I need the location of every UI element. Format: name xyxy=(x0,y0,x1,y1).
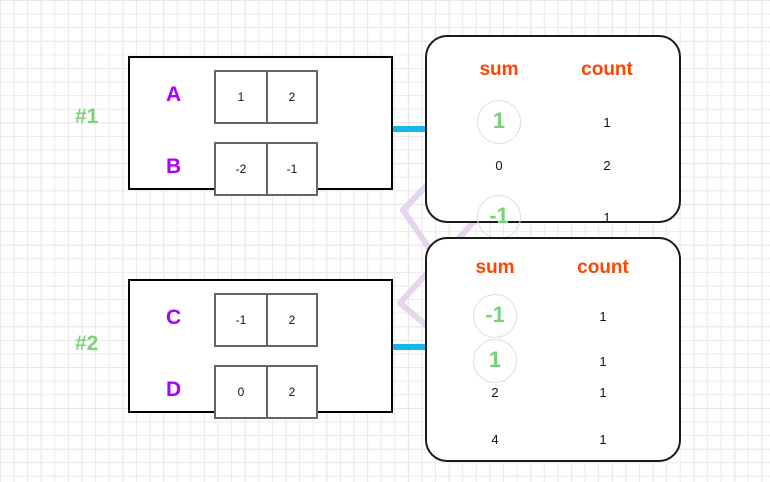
row-b-cells: -2 -1 xyxy=(214,142,318,196)
cell-a-1: 2 xyxy=(266,72,316,122)
cell-d-0: 0 xyxy=(237,385,245,399)
panel-2-row-0-circle xyxy=(473,294,517,338)
panel-2-header-count: count xyxy=(577,257,629,278)
panel-1-row-1-count: 2 xyxy=(603,158,611,173)
panel-2-header-sum: sum xyxy=(475,257,515,278)
panel-1-header-count: count xyxy=(581,59,633,80)
panel-1: sum count 1 1 0 2 -1 1 xyxy=(425,35,681,239)
row-letter-b: B xyxy=(166,155,182,178)
panel-1-row-2-count: 1 xyxy=(603,210,611,225)
panel-2-row-3-sum: 4 xyxy=(491,432,499,447)
panel-1-row-0-circle xyxy=(477,100,521,144)
cell-d-1: 2 xyxy=(266,367,316,417)
panel-1-header-sum: sum xyxy=(479,59,519,80)
group-2-box: C -1 2 D 0 2 xyxy=(128,279,393,419)
panel-1-row-0-count: 1 xyxy=(603,115,611,130)
panel-2-row-2-count: 1 xyxy=(599,385,607,400)
cell-b-0: -2 xyxy=(235,162,247,176)
panel-2: sum count -1 1 1 1 2 1 4 1 xyxy=(425,237,681,462)
group-1-box: A 1 2 B -2 -1 xyxy=(128,56,393,196)
panel-1-row-2-sum: -1 xyxy=(489,203,509,228)
panel-1-row-1-sum: 0 xyxy=(495,158,503,173)
panel-2-row-1-sum: 1 xyxy=(488,347,502,372)
cell-a-0: 1 xyxy=(237,90,245,104)
row-c-cells: -1 2 xyxy=(214,293,318,347)
panel-1-row-0-sum: 1 xyxy=(492,108,506,133)
row-d-cells: 0 2 xyxy=(214,365,318,419)
panel-2-row-3-count: 1 xyxy=(599,432,607,447)
panel-2-row-1-circle xyxy=(473,339,517,383)
cell-b-1: -1 xyxy=(266,144,316,194)
panel-2-row-2-sum: 2 xyxy=(491,385,499,400)
cell-c-0: -1 xyxy=(235,313,247,327)
row-a-cells: 1 2 xyxy=(214,70,318,124)
group-label-2: #2 xyxy=(75,332,99,355)
row-letter-d: D xyxy=(166,378,182,401)
row-letter-a: A xyxy=(166,83,182,106)
cell-c-1: 2 xyxy=(266,295,316,345)
panel-2-row-0-count: 1 xyxy=(599,309,607,324)
row-letter-c: C xyxy=(166,306,182,329)
group-label-1: #1 xyxy=(75,105,99,128)
panel-2-row-1-count: 1 xyxy=(599,354,607,369)
panel-2-row-0-sum: -1 xyxy=(485,302,505,327)
